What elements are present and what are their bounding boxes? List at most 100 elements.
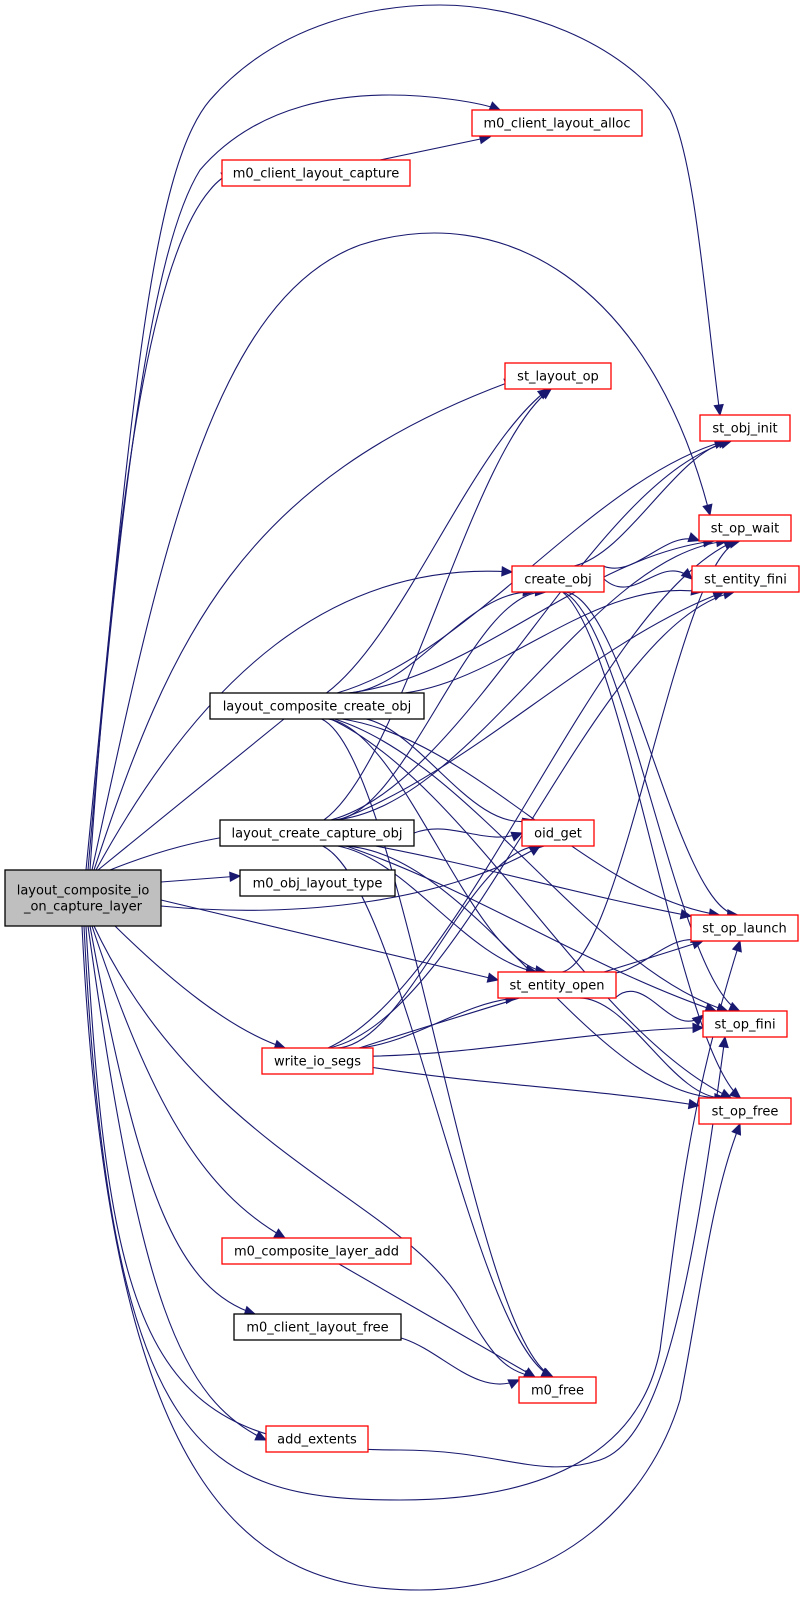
edge-root-to-st_op_wait-arrowhead xyxy=(702,503,713,517)
edge-create_obj-to-st_op_launch xyxy=(564,591,738,916)
edge-layout_composite_create_obj-to-st_entity_fini xyxy=(360,589,702,696)
edge-write_io_segs-to-oid_get xyxy=(331,845,545,1049)
node-st_entity_fini[interactable]: st_entity_fini xyxy=(691,565,800,593)
edge-root-to-add_extents-arrowhead xyxy=(254,1430,268,1441)
edge-root-to-st_op_fini xyxy=(85,925,726,1468)
edge-root-to-m0_obj_layout_type xyxy=(160,875,241,883)
node-label: st_obj_init xyxy=(712,422,777,437)
edge-layout_composite_create_obj-to-st_op_wait xyxy=(348,540,714,694)
node-m0_client_layout_alloc[interactable]: m0_client_layout_alloc xyxy=(471,109,643,137)
node-label: st_entity_open xyxy=(509,979,604,994)
node-box[interactable] xyxy=(691,565,800,593)
node-box[interactable] xyxy=(511,565,605,593)
edge-root-to-st_op_fini-arrowhead xyxy=(718,1035,729,1049)
node-label: m0_client_layout_capture xyxy=(233,167,399,182)
node-box[interactable] xyxy=(265,1425,369,1453)
node-box[interactable] xyxy=(497,971,617,999)
node-box[interactable] xyxy=(233,1313,402,1341)
edge-layout_create_capture_obj-to-st_op_launch xyxy=(375,845,692,917)
edge-root-to-st_obj_init xyxy=(85,4,721,871)
edge-write_io_segs-to-st_op_free-arrowhead xyxy=(687,1098,701,1110)
edge-layout_create_capture_obj-to-st_entity_fini xyxy=(338,591,724,821)
node-label: st_op_fini xyxy=(714,1018,775,1033)
edge-write_io_segs-to-st_op_free xyxy=(372,1066,700,1107)
node-write_io_segs[interactable]: write_io_segs xyxy=(261,1047,374,1075)
node-label: add_extents xyxy=(277,1433,357,1448)
node-label: layout_composite_create_obj xyxy=(223,700,412,715)
node-box[interactable] xyxy=(698,1097,792,1125)
edge-create_obj-to-st_op_wait xyxy=(603,538,700,569)
edge-st_entity_open-to-st_op_wait xyxy=(562,540,740,973)
node-box[interactable] xyxy=(209,692,425,720)
edge-root-to-oid_get xyxy=(160,845,541,911)
node-box[interactable] xyxy=(699,414,791,442)
edge-layout_composite_create_obj-to-st_op_fini xyxy=(334,718,728,1012)
node-st_op_fini[interactable]: st_op_fini xyxy=(702,1010,788,1038)
node-box[interactable] xyxy=(702,1010,788,1038)
edge-root-to-m0_composite_layer_add-arrowhead xyxy=(273,1228,287,1239)
node-st_layout_op[interactable]: st_layout_op xyxy=(504,362,612,390)
node-st_obj_init[interactable]: st_obj_init xyxy=(699,414,791,442)
edge-layout_create_capture_obj-to-st_layout_op-arrowhead xyxy=(539,388,553,400)
node-label: st_op_free xyxy=(712,1105,779,1120)
node-m0_composite_layer_add[interactable]: m0_composite_layer_add xyxy=(221,1237,412,1265)
node-m0_obj_layout_type[interactable]: m0_obj_layout_type xyxy=(239,869,396,897)
node-label: m0_free xyxy=(531,1384,584,1399)
node-label: layout_composite_io xyxy=(17,884,150,899)
node-st_op_launch[interactable]: st_op_launch xyxy=(690,914,799,942)
edge-m0_client_layout_free-to-m0_free xyxy=(366,1335,520,1385)
node-box[interactable] xyxy=(698,514,792,542)
edge-st_entity_open-to-st_op_free xyxy=(576,997,726,1099)
edge-write_io_segs-to-st_op_fini-arrowhead xyxy=(692,1022,705,1034)
edge-root-to-st_op_free xyxy=(81,925,741,1591)
edge-layout_composite_create_obj-to-m0_free xyxy=(321,718,554,1378)
node-box[interactable] xyxy=(239,869,396,897)
node-label: _on_capture_layer xyxy=(23,900,143,915)
edge-create_obj-to-st_op_wait-arrowhead xyxy=(687,532,701,543)
node-box[interactable] xyxy=(221,159,411,187)
node-st_op_free[interactable]: st_op_free xyxy=(698,1097,792,1125)
node-oid_get[interactable]: oid_get xyxy=(521,819,595,847)
edge-layout_composite_create_obj-to-st_op_launch xyxy=(341,718,720,916)
edge-root-to-m0_client_layout_free xyxy=(89,925,256,1315)
edge-root-to-st_op_wait xyxy=(91,232,711,871)
node-root[interactable]: layout_composite_io_on_capture_layer xyxy=(4,869,162,927)
edge-m0_client_layout_free-to-m0_free-arrowhead xyxy=(507,1379,521,1390)
node-layout_create_capture_obj[interactable]: layout_create_capture_obj xyxy=(219,819,415,847)
node-m0_client_layout_capture[interactable]: m0_client_layout_capture xyxy=(221,159,411,187)
edge-layout_create_capture_obj-to-st_op_launch-arrowhead xyxy=(679,908,693,920)
node-layout_composite_create_obj[interactable]: layout_composite_create_obj xyxy=(209,692,425,720)
edge-layout_create_capture_obj-to-st_layout_op xyxy=(323,388,552,821)
node-box[interactable] xyxy=(690,914,799,942)
node-add_extents[interactable]: add_extents xyxy=(265,1425,369,1453)
edge-root-to-st_op_launch xyxy=(83,925,741,1501)
node-box[interactable] xyxy=(504,362,612,390)
node-box[interactable] xyxy=(471,109,643,137)
node-box[interactable] xyxy=(261,1047,374,1075)
edge-layout_composite_create_obj-to-st_op_free xyxy=(330,718,732,1099)
edge-m0_composite_layer_add-to-m0_free-arrowhead xyxy=(523,1367,537,1378)
node-box[interactable] xyxy=(219,819,415,847)
node-create_obj[interactable]: create_obj xyxy=(511,565,605,593)
edge-write_io_segs-to-st_op_fini xyxy=(372,1027,704,1057)
edges-layer xyxy=(81,4,742,1591)
edge-layout_create_capture_obj-to-oid_get xyxy=(413,828,523,838)
node-st_entity_open[interactable]: st_entity_open xyxy=(497,971,617,999)
node-box[interactable] xyxy=(4,869,162,927)
node-label: oid_get xyxy=(534,827,582,842)
node-m0_free[interactable]: m0_free xyxy=(518,1376,597,1404)
edge-root-to-create_obj-arrowhead xyxy=(501,566,514,577)
node-box[interactable] xyxy=(518,1376,597,1404)
node-label: create_obj xyxy=(524,573,592,588)
node-label: write_io_segs xyxy=(274,1055,361,1070)
node-label: layout_create_capture_obj xyxy=(232,827,403,842)
node-m0_client_layout_free[interactable]: m0_client_layout_free xyxy=(233,1313,402,1341)
edge-layout_create_capture_obj-to-st_op_fini xyxy=(345,845,717,1012)
node-box[interactable] xyxy=(221,1237,412,1265)
node-label: st_entity_fini xyxy=(704,573,787,588)
edge-layout_create_capture_obj-to-create_obj xyxy=(329,591,546,821)
node-st_op_wait[interactable]: st_op_wait xyxy=(698,514,792,542)
node-box[interactable] xyxy=(521,819,595,847)
edge-root-to-layout_composite_create_obj xyxy=(97,705,301,871)
node-label: st_op_wait xyxy=(711,522,779,537)
